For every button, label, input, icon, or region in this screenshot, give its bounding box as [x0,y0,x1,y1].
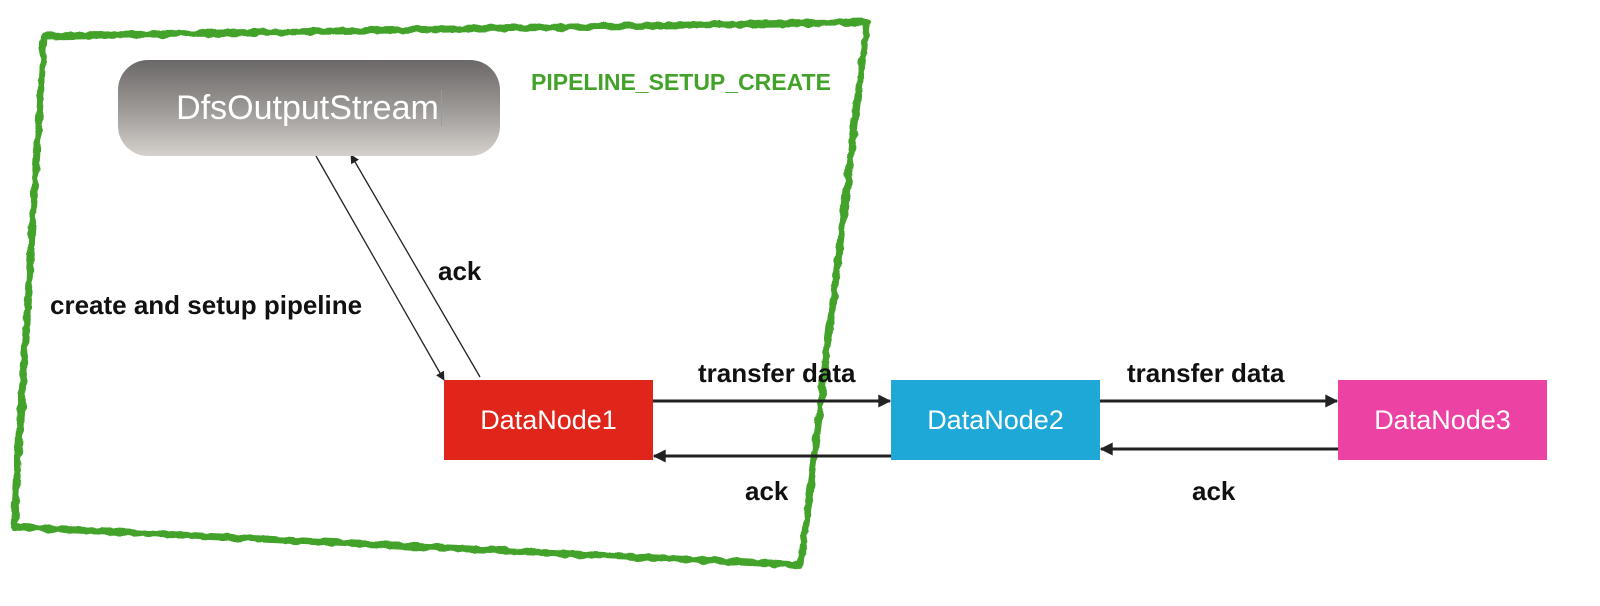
datanode1-node: DataNode1 [444,380,653,460]
dfs-output-stream-node: DfsOutputStream [118,60,500,156]
datanode2-label: DataNode2 [927,404,1064,435]
pipeline-boundary [10,18,871,569]
text-caret [440,90,442,126]
datanode3-label: DataNode3 [1374,404,1511,435]
datanode1-label: DataNode1 [480,404,617,435]
transfer-data-dn2-dn3-label: transfer data [1127,358,1285,388]
ack-dn2-dn1-label: ack [745,476,789,506]
pipeline-title: PIPELINE_SETUP_CREATE [531,69,831,95]
create-pipeline-label: create and setup pipeline [50,290,363,320]
ack-dn3-dn2-label: ack [1192,476,1236,506]
datanode2-node: DataNode2 [891,380,1100,460]
dfs-output-stream-label: DfsOutputStream [176,88,439,127]
datanode3-node: DataNode3 [1338,380,1547,460]
ack-to-client-label: ack [438,256,482,286]
arrow-create-pipeline [315,155,445,381]
transfer-data-dn1-dn2-label: transfer data [698,358,856,388]
arrow-ack-to-client [350,154,481,378]
